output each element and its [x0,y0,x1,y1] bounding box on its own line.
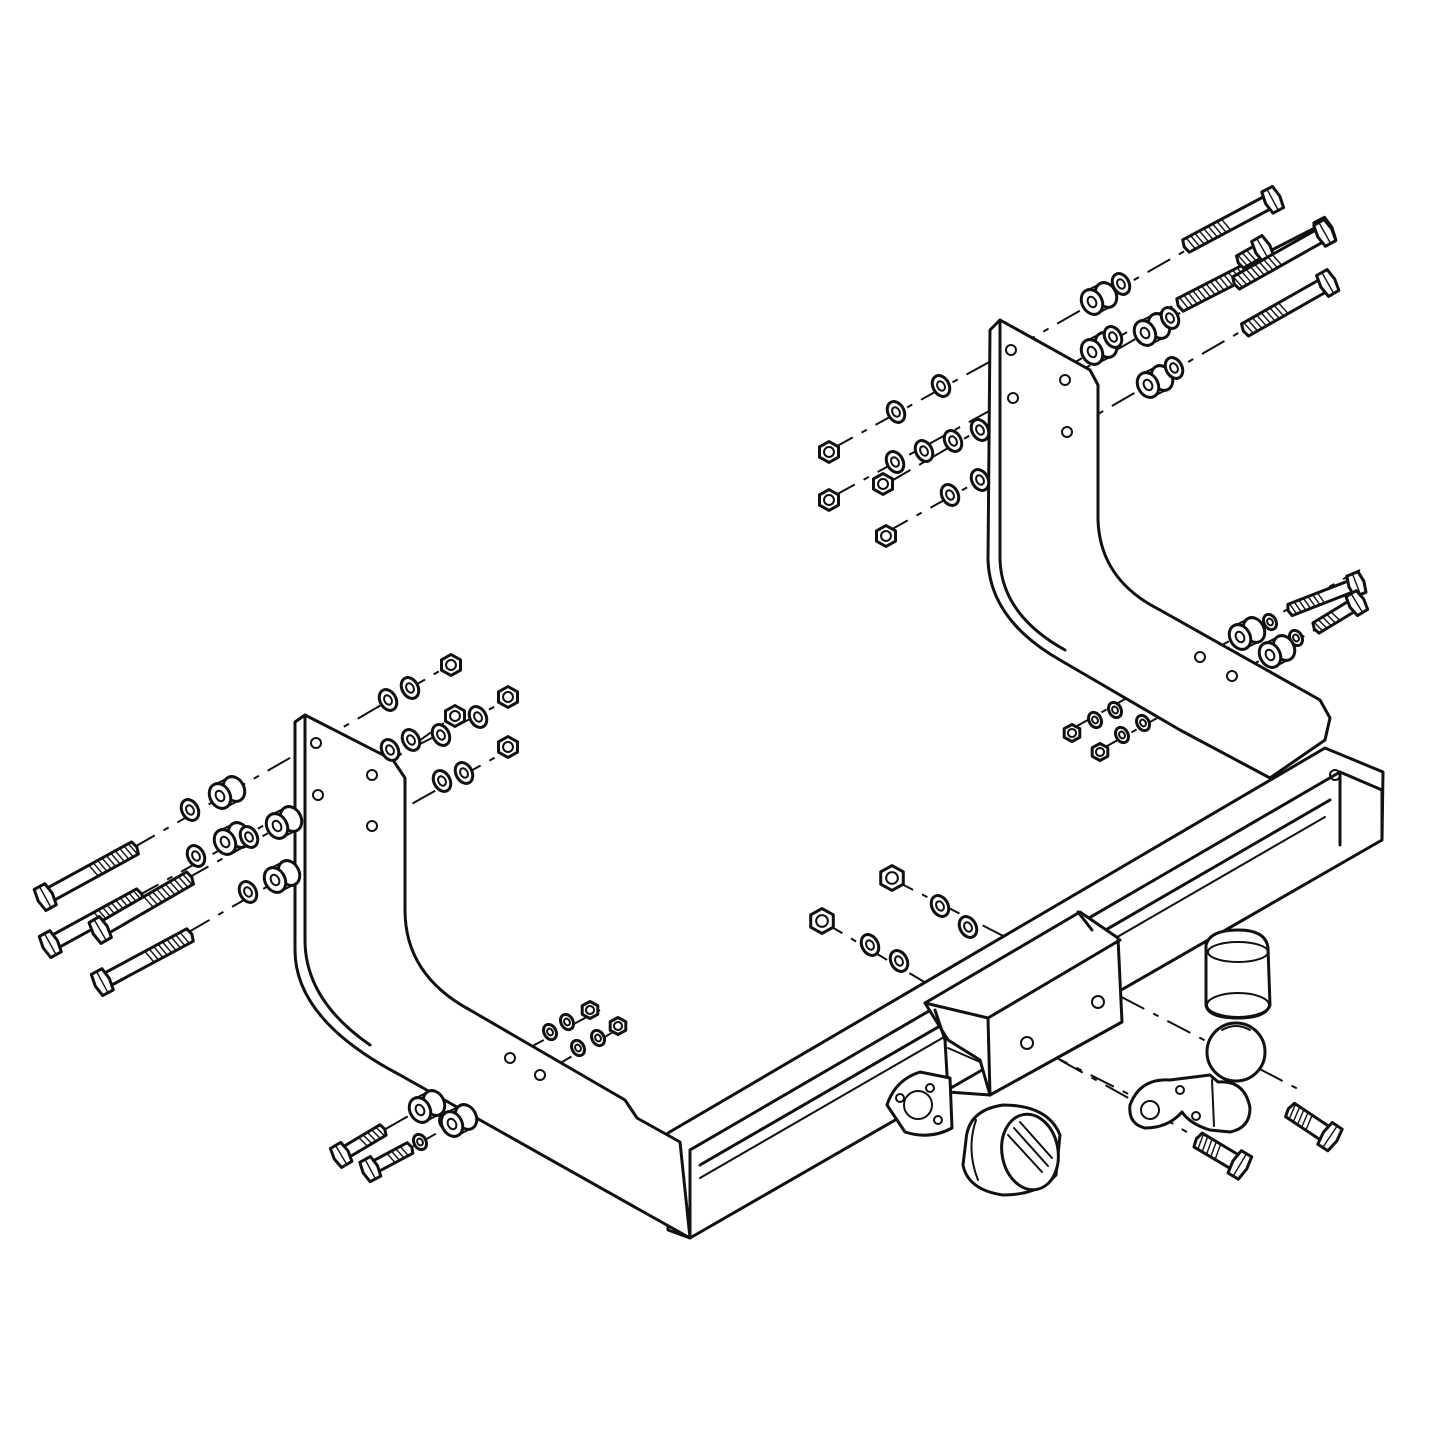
nut-icon [879,864,905,892]
washer-icon [430,723,452,747]
spacer-icon [264,805,304,840]
nut-icon [818,488,840,512]
washer-icon [1110,272,1132,296]
washer-icon [913,439,935,463]
washer-icon [1159,306,1181,330]
washer-icon [185,844,207,868]
washer-icon [590,1028,606,1048]
washer-icon [400,728,422,752]
washer-icon [453,761,475,785]
bolt-icon [1311,589,1370,635]
bolt-icon [1240,268,1341,338]
bolt-icon [1286,570,1368,618]
bolt-icon [87,870,195,945]
socket-icon [961,1103,1062,1197]
washer-icon [1135,713,1151,733]
washer-icon [237,880,259,904]
nut-icon [875,524,897,548]
spacer-icon [207,775,247,810]
spacer-icon [1227,616,1267,651]
spacer-icon [1257,634,1297,669]
nut-icon [497,685,519,709]
washer-icon [969,468,991,492]
fasteners [32,184,1370,1184]
spacer-icon [1079,281,1119,316]
washer-icon [888,949,910,973]
bolt-icon [1181,184,1286,254]
nut-icon [608,1016,628,1036]
washer-icon [377,688,399,712]
washer-icon [884,450,906,474]
washer-icon [379,738,401,762]
washer-icon [1107,700,1123,720]
washer-icon [1262,612,1278,632]
nut-icon [497,735,519,759]
spacer-icon [262,859,302,894]
nut-icon [809,907,835,935]
washer-icon [179,798,201,822]
washer-icon [1087,710,1103,730]
washer-icon [885,400,907,424]
washer-icon [1163,356,1185,380]
nut-icon [818,440,840,464]
nut-icon [1062,723,1082,743]
right-bracket [986,318,1332,780]
bolt-icon [89,927,195,998]
washer-icon [859,933,881,957]
nut-icon [1090,742,1110,762]
bolt-icon [1231,218,1338,291]
tow-ball-icon [1128,928,1272,1134]
washer-icon [957,915,979,939]
nut-icon [444,704,466,728]
bolt-icon [32,840,140,912]
left-bracket [293,713,692,1240]
spacer-icon [439,1103,479,1138]
nut-icon [580,1000,600,1020]
washer-icon [431,769,453,793]
washer-icon [559,1012,575,1032]
washer-icon [929,894,951,918]
washer-icon [969,418,991,442]
washer-icon [939,483,961,507]
nut-icon [440,653,462,677]
washer-icon [1114,725,1130,745]
washer-icon [1102,325,1124,349]
spacer-icon [407,1089,447,1124]
assembly-axis [1059,1059,1201,1141]
spacer-icon [1135,364,1175,399]
bolt-icon [358,1141,415,1184]
washer-icon [467,705,489,729]
bolt-icon [1284,1101,1344,1153]
nut-icon [872,472,894,496]
washer-icon [238,825,260,849]
washer-icon [412,1132,428,1152]
bolt-icon [1192,1131,1254,1181]
washer-icon [930,374,952,398]
washer-icon [399,676,421,700]
washer-icon [542,1022,558,1042]
ball-mount-housing [885,910,1124,1137]
washer-icon [942,429,964,453]
bolt-icon [328,1123,388,1169]
washer-icon [570,1038,586,1058]
